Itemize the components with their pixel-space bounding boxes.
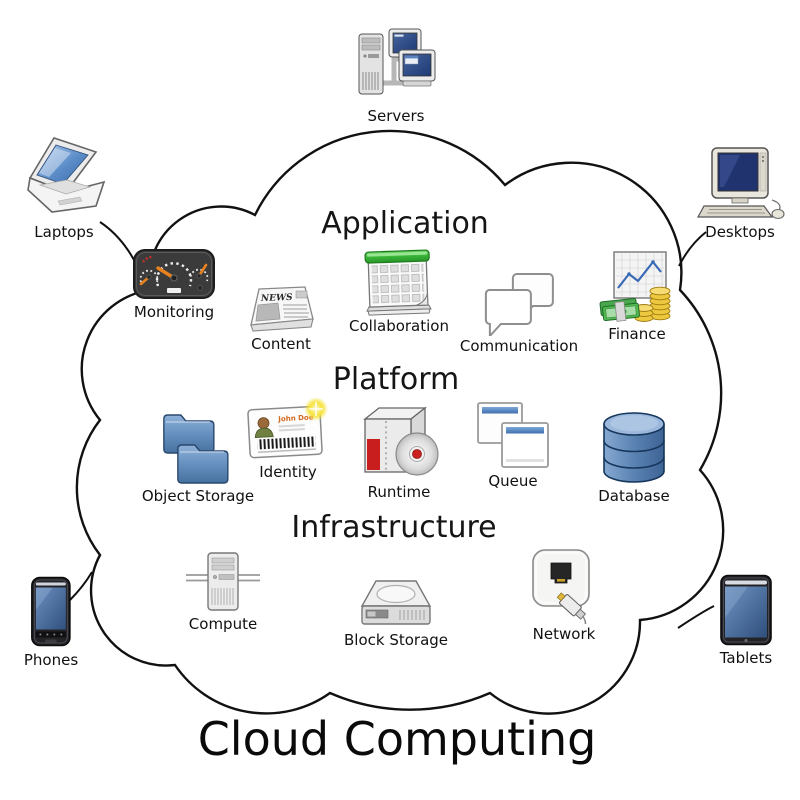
news-masthead-text: NEWS [260,293,294,304]
desktop-icon [696,147,785,220]
smartphone-icon [31,576,71,647]
id-card-icon: John Doe [247,398,328,459]
node-compute: Compute [184,550,262,633]
node-servers: Servers [353,28,439,125]
device-label: Tablets [719,649,773,667]
folders-icon [163,414,229,484]
node-laptops: Laptops [18,132,110,241]
item-label: Object Storage [141,487,255,505]
item-label: Finance [608,325,666,343]
layer-heading-infrastructure: Infrastructure [291,510,497,545]
node-monitoring: Monitoring [132,246,216,321]
item-label: Communication [459,337,579,355]
item-label: Database [598,487,670,505]
speech-bubbles-icon [484,273,554,336]
item-label: Network [532,625,596,643]
servers-icon [358,28,436,95]
newspaper-icon: NEWS [250,286,314,332]
item-label: Content [251,335,311,353]
desktops-connector-line [678,231,707,267]
node-queue: Queue [474,399,552,490]
node-content: NEWS Content [245,282,317,353]
item-label: Runtime [367,483,431,501]
layer-heading-application: Application [321,206,489,241]
item-label: Compute [188,615,258,633]
gauge-icon [133,249,215,299]
item-label: Monitoring [133,303,215,321]
node-object-storage: Object Storage [142,406,254,505]
tablet-icon [720,574,772,646]
ethernet-socket-icon [532,549,590,624]
device-label: Desktops [705,223,775,241]
finance-chart-coins-icon [599,251,671,322]
node-finance: Finance [598,250,676,343]
laptops-connector-line [99,221,135,261]
node-phones: Phones [24,576,78,669]
id-card-name-text: John Doe [277,413,314,423]
tablets-connector-line [677,605,715,629]
windows-stack-icon [477,402,549,468]
node-communication: Communication [460,270,578,355]
server-tower-icon [186,552,260,611]
calendar-icon [364,249,432,316]
node-tablets: Tablets [716,574,776,667]
node-runtime: Runtime [355,404,443,501]
device-label: Laptops [34,223,94,241]
layer-heading-platform: Platform [332,362,460,397]
phones-connector-line [69,571,93,601]
item-label: Queue [488,472,538,490]
software-box-cd-icon [363,406,439,476]
item-label: Block Storage [343,631,449,649]
node-network: Network [527,548,601,643]
node-block-storage: Block Storage [344,570,448,649]
node-collaboration: Collaboration [349,244,449,335]
device-label: Phones [23,651,79,669]
database-cylinders-icon [603,412,665,483]
hard-drive-icon [360,580,432,625]
node-identity: John Doe Identity [247,398,329,481]
item-label: Collaboration [349,317,449,335]
node-desktops: Desktops [694,146,786,241]
node-database: Database [597,408,671,505]
item-label: Identity [259,463,317,481]
device-label: Servers [367,107,425,125]
page-title: Cloud Computing [197,712,597,766]
laptop-icon [27,137,106,213]
